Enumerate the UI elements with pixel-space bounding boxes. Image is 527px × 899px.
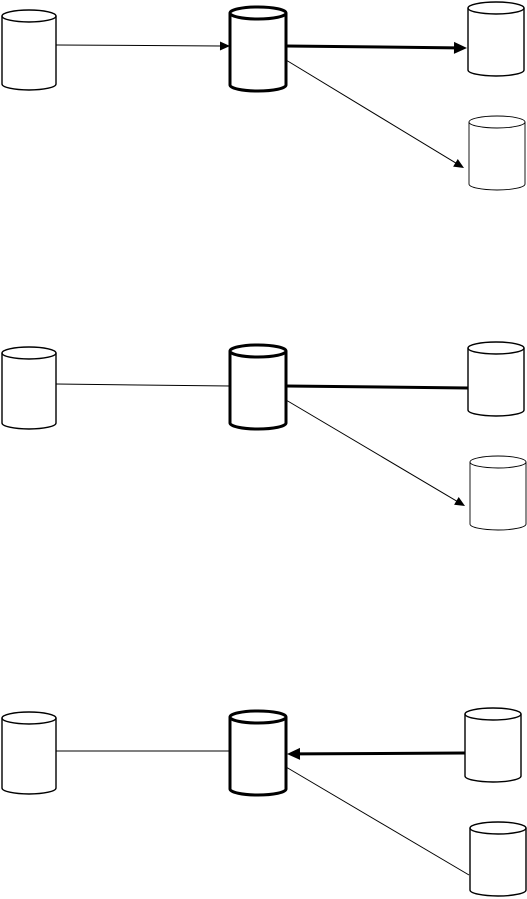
panel-2-edge-hub-to-target-b-arrowhead [454,497,465,506]
panel-3-cylinder-hub [230,711,286,795]
panel-3-edge-target-a-to-hub [287,748,465,760]
panel-1-edge-source-to-hub [56,41,230,50]
panel-2-cylinder-target-a [468,342,524,416]
panel-2-edge-source-to-hub [56,384,230,386]
panel-1-edge-hub-to-target-b [286,60,464,168]
panel-3-cylinder-target-b [470,822,526,896]
panel-2-cylinder-source [2,347,56,429]
panel-2-cylinder-target-b [470,456,526,530]
panel-1-cylinder-source [2,10,56,90]
panel-3-cylinder-source [2,712,56,794]
panel-1-cylinder-hub [230,7,286,91]
panel-1-edge-hub-to-target-a-arrowhead [454,42,467,54]
panel-2-edge-hub-to-target-b [286,400,465,506]
panel-3-edge-hub-to-target-b [286,767,469,875]
panel-1-edge-hub-to-target-a [286,42,467,54]
panel-1-cylinder-target-b [469,116,525,190]
panel-3-edge-target-a-to-hub-arrowhead [287,748,300,760]
panel-2-edge-hub-to-target-a [286,386,468,388]
panel-1-cylinder-target-a [468,2,524,76]
panel-2-cylinder-hub [230,345,286,429]
panel-1-edge-hub-to-target-b-arrowhead [453,159,464,168]
panel-3-cylinder-target-a [465,708,521,782]
panel-1-edge-source-to-hub-arrowhead [220,41,230,50]
